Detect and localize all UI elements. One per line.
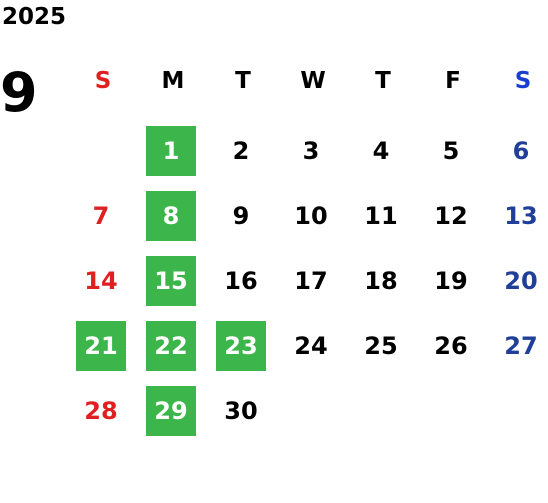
calendar-day-highlighted[interactable]: 8 xyxy=(146,191,196,241)
calendar-day-highlighted[interactable]: 29 xyxy=(146,386,196,436)
calendar-day[interactable]: 9 xyxy=(232,202,250,230)
calendar-day[interactable]: 2 xyxy=(232,137,250,165)
calendar-day[interactable]: 26 xyxy=(434,332,468,360)
calendar-day[interactable]: 13 xyxy=(504,202,538,230)
calendar-day-highlighted[interactable]: 23 xyxy=(216,321,266,371)
calendar-day[interactable]: 24 xyxy=(294,332,328,360)
calendar-day-highlighted[interactable]: 15 xyxy=(146,256,196,306)
calendar-day[interactable]: 17 xyxy=(294,267,328,295)
year-label: 2025 xyxy=(2,4,67,30)
weekday-saturday: S xyxy=(514,68,532,94)
weekday-header-row: S M T W T F S xyxy=(68,64,548,98)
calendar-day[interactable]: 18 xyxy=(364,267,398,295)
calendar-day[interactable]: 30 xyxy=(224,397,258,425)
weekday-monday: M xyxy=(161,68,185,94)
calendar-day-highlighted[interactable]: 22 xyxy=(146,321,196,371)
weekday-tuesday: T xyxy=(235,68,251,94)
calendar-day[interactable]: 28 xyxy=(84,397,118,425)
weekday-thursday: T xyxy=(375,68,391,94)
calendar-day[interactable]: 4 xyxy=(372,137,390,165)
calendar-day[interactable]: 3 xyxy=(302,137,320,165)
calendar-day[interactable]: 12 xyxy=(434,202,468,230)
calendar-day[interactable]: 16 xyxy=(224,267,258,295)
calendar-day[interactable]: 27 xyxy=(504,332,538,360)
calendar-day[interactable]: 11 xyxy=(364,202,398,230)
calendar-day[interactable]: 14 xyxy=(84,267,118,295)
weekday-sunday: S xyxy=(94,68,112,94)
calendar-day[interactable]: 10 xyxy=(294,202,328,230)
weekday-wednesday: W xyxy=(300,68,326,94)
weekday-friday: F xyxy=(445,68,461,94)
calendar-day[interactable]: 5 xyxy=(442,137,460,165)
calendar-day[interactable]: 20 xyxy=(504,267,538,295)
calendar-day[interactable]: 6 xyxy=(512,137,530,165)
month-number: 9 xyxy=(0,61,38,124)
calendar-day[interactable]: 19 xyxy=(434,267,468,295)
calendar-day-highlighted[interactable]: 1 xyxy=(146,126,196,176)
calendar-day-highlighted[interactable]: 21 xyxy=(76,321,126,371)
calendar-day[interactable]: 7 xyxy=(92,202,110,230)
calendar-day[interactable]: 25 xyxy=(364,332,398,360)
